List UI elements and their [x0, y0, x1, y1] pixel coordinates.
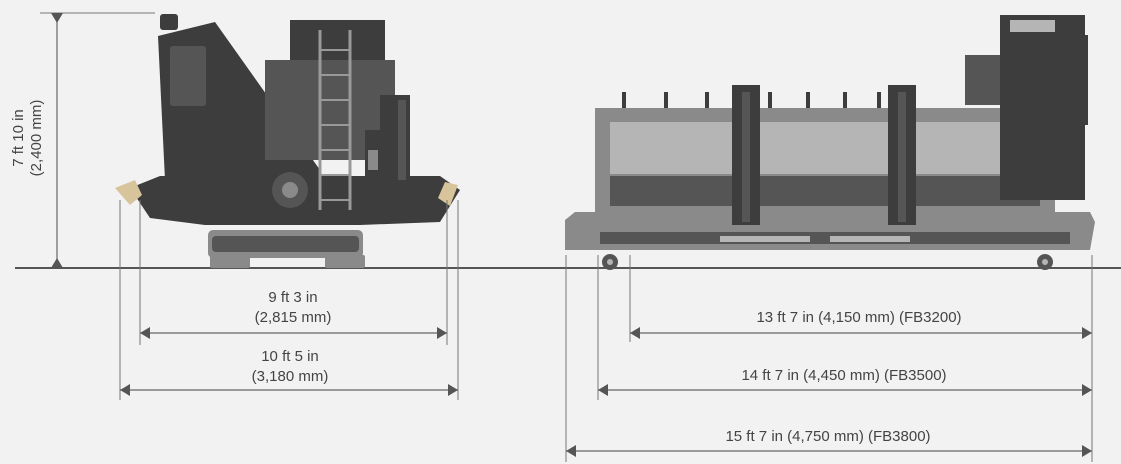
- width-inner-label-line2: (2,815 mm): [255, 309, 332, 326]
- width-dimensions: 9 ft 3 in (2,815 mm) 10 ft 5 in (3,180 m…: [119, 200, 459, 400]
- width-outer-label-line1: 10 ft 5 in: [261, 348, 319, 365]
- length-fb3500-label: 14 ft 7 in (4,450 mm) (FB3500): [741, 367, 946, 384]
- width-inner-label-line1: 9 ft 3 in: [268, 289, 317, 306]
- height-label-line1: 7 ft 10 in: [10, 109, 27, 167]
- side-view-machine: [115, 14, 460, 268]
- length-fb3200-label: 13 ft 7 in (4,150 mm) (FB3200): [756, 309, 961, 326]
- height-dimension: 7 ft 10 in (2,400 mm): [10, 12, 155, 268]
- width-outer-label-line2: (3,180 mm): [252, 368, 329, 385]
- front-view-machine: [565, 15, 1095, 270]
- height-label-line2: (2,400 mm): [28, 100, 45, 177]
- length-fb3800-label: 15 ft 7 in (4,750 mm) (FB3800): [725, 428, 930, 445]
- length-dimensions: 13 ft 7 in (4,150 mm) (FB3200) 14 ft 7 i…: [565, 255, 1093, 462]
